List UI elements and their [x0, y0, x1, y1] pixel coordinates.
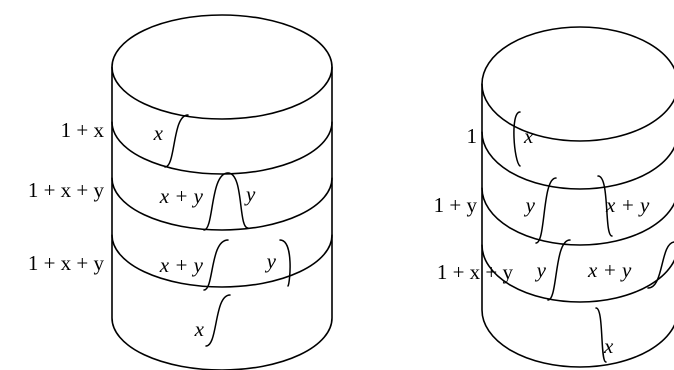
right-band-label-5: x + y — [587, 258, 632, 282]
right-band-label-4: y — [535, 258, 547, 282]
right-band-label-1: x — [523, 124, 534, 148]
right-body-outline — [481, 83, 674, 368]
right-strand-4 — [595, 307, 607, 363]
left-row-label-2: 1 + x + y — [28, 178, 105, 202]
left-band-label-3: y — [244, 182, 256, 206]
left-band-label-2: x + y — [159, 184, 204, 208]
left-band-label-4: x + y — [159, 253, 204, 277]
left-top-ellipse — [111, 14, 333, 120]
left-strand-3a — [203, 239, 229, 291]
right-band-label-3: x + y — [605, 193, 650, 217]
left-strand-3b — [279, 239, 291, 287]
right-cylinder: 1 1 + y 1 + x + y x y x + y y x + y x — [434, 26, 674, 368]
right-seam-1 — [481, 131, 674, 190]
left-row-label-3: 1 + x + y — [28, 251, 105, 275]
left-strand-1 — [164, 114, 189, 168]
left-seam-1 — [111, 121, 333, 175]
left-seam-2 — [111, 177, 333, 231]
right-strand-2a — [535, 177, 557, 244]
right-strand-3a — [547, 239, 571, 301]
left-band-label-5: y — [265, 249, 277, 273]
left-strand-2a — [203, 172, 229, 231]
right-seam-2 — [481, 187, 674, 246]
right-band-label-2: y — [524, 193, 536, 217]
left-row-label-1: 1 + x — [61, 118, 105, 142]
right-top-ellipse — [481, 26, 674, 142]
right-row-label-2: 1 + y — [434, 193, 478, 217]
left-seam-3 — [111, 234, 333, 288]
right-seam-3 — [481, 244, 674, 303]
left-cylinder: 1 + x 1 + x + y 1 + x + y x x + y y x + … — [28, 14, 333, 370]
right-strand-1 — [513, 111, 521, 167]
right-band-label-6: x — [603, 334, 614, 358]
right-strand-3b — [647, 241, 674, 289]
right-row-label-1: 1 — [467, 124, 478, 148]
left-band-label-1: x — [153, 121, 164, 145]
right-row-label-3: 1 + x + y — [437, 260, 514, 284]
right-strand-2b — [597, 175, 613, 237]
left-strand-4 — [205, 294, 231, 347]
left-body-outline — [111, 66, 333, 370]
left-strand-2b — [227, 172, 249, 229]
left-band-label-6: x — [194, 317, 205, 341]
